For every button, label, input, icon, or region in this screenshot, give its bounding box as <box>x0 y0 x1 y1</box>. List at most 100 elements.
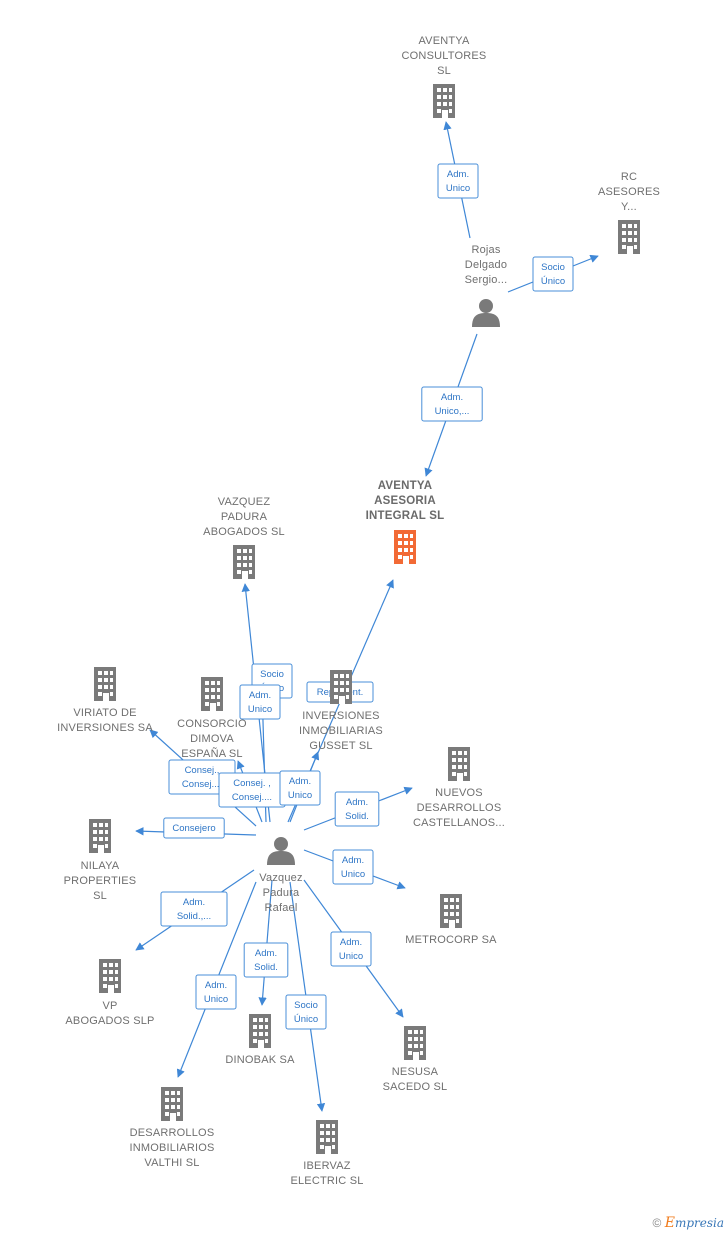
node-label-line: Rafael <box>265 902 298 914</box>
building-icon <box>404 1026 426 1060</box>
building-icon <box>94 667 116 701</box>
edge-label-text: Único <box>541 276 565 287</box>
person-icon <box>267 837 295 865</box>
node-label-line: VP <box>102 1000 117 1012</box>
node-label-line: Rojas <box>471 244 500 256</box>
node-aventya-consultores[interactable]: AVENTYA CONSULTORES SL <box>402 35 487 118</box>
node-label-line: INVERSIONES <box>302 710 379 722</box>
building-icon <box>394 530 416 564</box>
node-viriato[interactable]: VIRIATO DE INVERSIONES SA <box>57 667 153 734</box>
edge-label-aventya-consultores[interactable]: Adm. Unico <box>437 163 479 199</box>
edge-label-text: Socio <box>294 1000 318 1011</box>
empresia-watermark[interactable]: © Empresia <box>653 1215 724 1231</box>
node-label-line: VALTHI SL <box>144 1157 199 1169</box>
edge-label-aventya-asesoria[interactable]: Adm.Unico,... <box>421 386 483 422</box>
brand-name: mpresia <box>674 1216 724 1230</box>
node-dinobak[interactable]: DINOBAK SA <box>225 1014 295 1066</box>
edge-label-metrocorp[interactable]: Adm. Unico <box>332 849 374 885</box>
node-label-line: GUSSET SL <box>309 740 372 752</box>
edge-label-text: Unico <box>288 790 312 801</box>
edge-label-text: Consejero <box>172 823 215 834</box>
node-nesusa[interactable]: NESUSA SACEDO SL <box>383 1026 448 1093</box>
node-rc-asesores[interactable]: RCASESORESY... <box>598 171 660 254</box>
node-label-line: DIMOVA <box>190 733 234 745</box>
node-label-line: ASESORES <box>598 186 660 198</box>
building-icon <box>161 1087 183 1121</box>
node-label-line: CONSULTORES <box>402 50 487 62</box>
node-label-line: METROCORP SA <box>405 934 497 946</box>
edge-label-text: Solid.,... <box>177 911 211 922</box>
node-label-line: INMOBILIARIOS <box>129 1142 214 1154</box>
building-icon <box>99 959 121 993</box>
node-label-line: AVENTYA <box>378 480 432 492</box>
node-label-line: CASTELLANOS... <box>413 817 505 829</box>
edge-label-gusset[interactable]: Adm.Unico <box>279 770 321 806</box>
edge-label-text: Adm. <box>205 980 227 991</box>
copyright-symbol: © <box>652 1216 662 1230</box>
edge-label-text: Adm. <box>342 855 364 866</box>
node-label-line: PROPERTIES <box>64 875 137 887</box>
edge-label-text: Adm. <box>340 937 362 948</box>
node-label-line: ASESORIA <box>374 495 436 507</box>
edge-label-text: Unico <box>341 869 365 880</box>
node-label-line: Delgado <box>465 259 507 271</box>
building-icon <box>618 220 640 254</box>
edge-label-vazquez-padura-abogados[interactable]: Adm.Unico <box>239 684 281 720</box>
node-label-line: SL <box>93 890 107 902</box>
node-label-line: INTEGRAL SL <box>366 510 445 522</box>
edge-label-consorcio[interactable]: Consej. ,Consej.... <box>218 772 286 808</box>
edge-label-text: Consej. , <box>233 778 271 789</box>
node-metrocorp[interactable]: METROCORP SA <box>405 894 497 946</box>
node-label-line: DESARROLLOS <box>130 1127 215 1139</box>
node-label-line: INVERSIONES SA <box>57 722 153 734</box>
edge-label-vp-abogados[interactable]: Adm. Solid.,... <box>160 891 228 927</box>
edge-label-text: Adm. <box>183 897 205 908</box>
edge-label-text: Consej.... <box>182 779 222 790</box>
node-label-line: ELECTRIC SL <box>290 1175 363 1187</box>
edge-label-text: Unico <box>204 994 228 1005</box>
node-label-line: NESUSA <box>392 1066 439 1078</box>
node-label-line: Padura <box>263 887 300 899</box>
edge-label-valthi[interactable]: Adm. Unico <box>195 974 237 1010</box>
node-label-line: SACEDO SL <box>383 1081 448 1093</box>
edge-label-text: Adm. <box>447 169 469 180</box>
node-aventya-asesoria[interactable]: AVENTYA ASESORIA INTEGRAL SL <box>366 480 445 564</box>
edge-label-nesusa[interactable]: Adm. Unico <box>330 931 372 967</box>
building-icon <box>89 819 111 853</box>
node-label-line: AVENTYA <box>418 35 470 47</box>
edge-labels-layer: Adm.UnicoSocioÚnicoAdm.Unico,...SocioÚni… <box>160 163 574 1030</box>
node-label-line: Sergio... <box>465 274 508 286</box>
edge-label-text: Unico <box>339 951 363 962</box>
edge-label-nuevos[interactable]: Adm.Solid. <box>334 791 380 827</box>
edge-label-text: Solid. <box>254 962 278 973</box>
edge-label-dinobak[interactable]: Adm. Solid. <box>243 942 289 978</box>
edge-label-text: Socio <box>541 262 565 273</box>
edge-label-text: Consej., <box>185 765 220 776</box>
building-icon <box>330 670 352 704</box>
edge-label-text: Socio <box>260 669 284 680</box>
node-valthi[interactable]: DESARROLLOS INMOBILIARIOS VALTHI SL <box>129 1087 214 1169</box>
edge-label-text: Adm. <box>249 690 271 701</box>
edge-label-text: Unico <box>446 183 470 194</box>
edge-label-text: Solid. <box>345 811 369 822</box>
node-label-line: SL <box>437 65 451 77</box>
node-label-line: VIRIATO DE <box>73 707 136 719</box>
node-nuevos[interactable]: NUEVOSDESARROLLOSCASTELLANOS... <box>413 747 505 829</box>
edge-label-text: Adm. <box>255 948 277 959</box>
building-icon <box>440 894 462 928</box>
node-label-line: INMOBILIARIAS <box>299 725 383 737</box>
node-rojas[interactable]: RojasDelgadoSergio... <box>465 244 508 327</box>
node-gusset[interactable]: INVERSIONES INMOBILIARIAS GUSSET SL <box>299 670 383 752</box>
edge-label-nilaya[interactable]: Consejero <box>163 817 225 839</box>
building-icon <box>201 677 223 711</box>
node-label-line: ABOGADOS SL <box>203 526 285 538</box>
